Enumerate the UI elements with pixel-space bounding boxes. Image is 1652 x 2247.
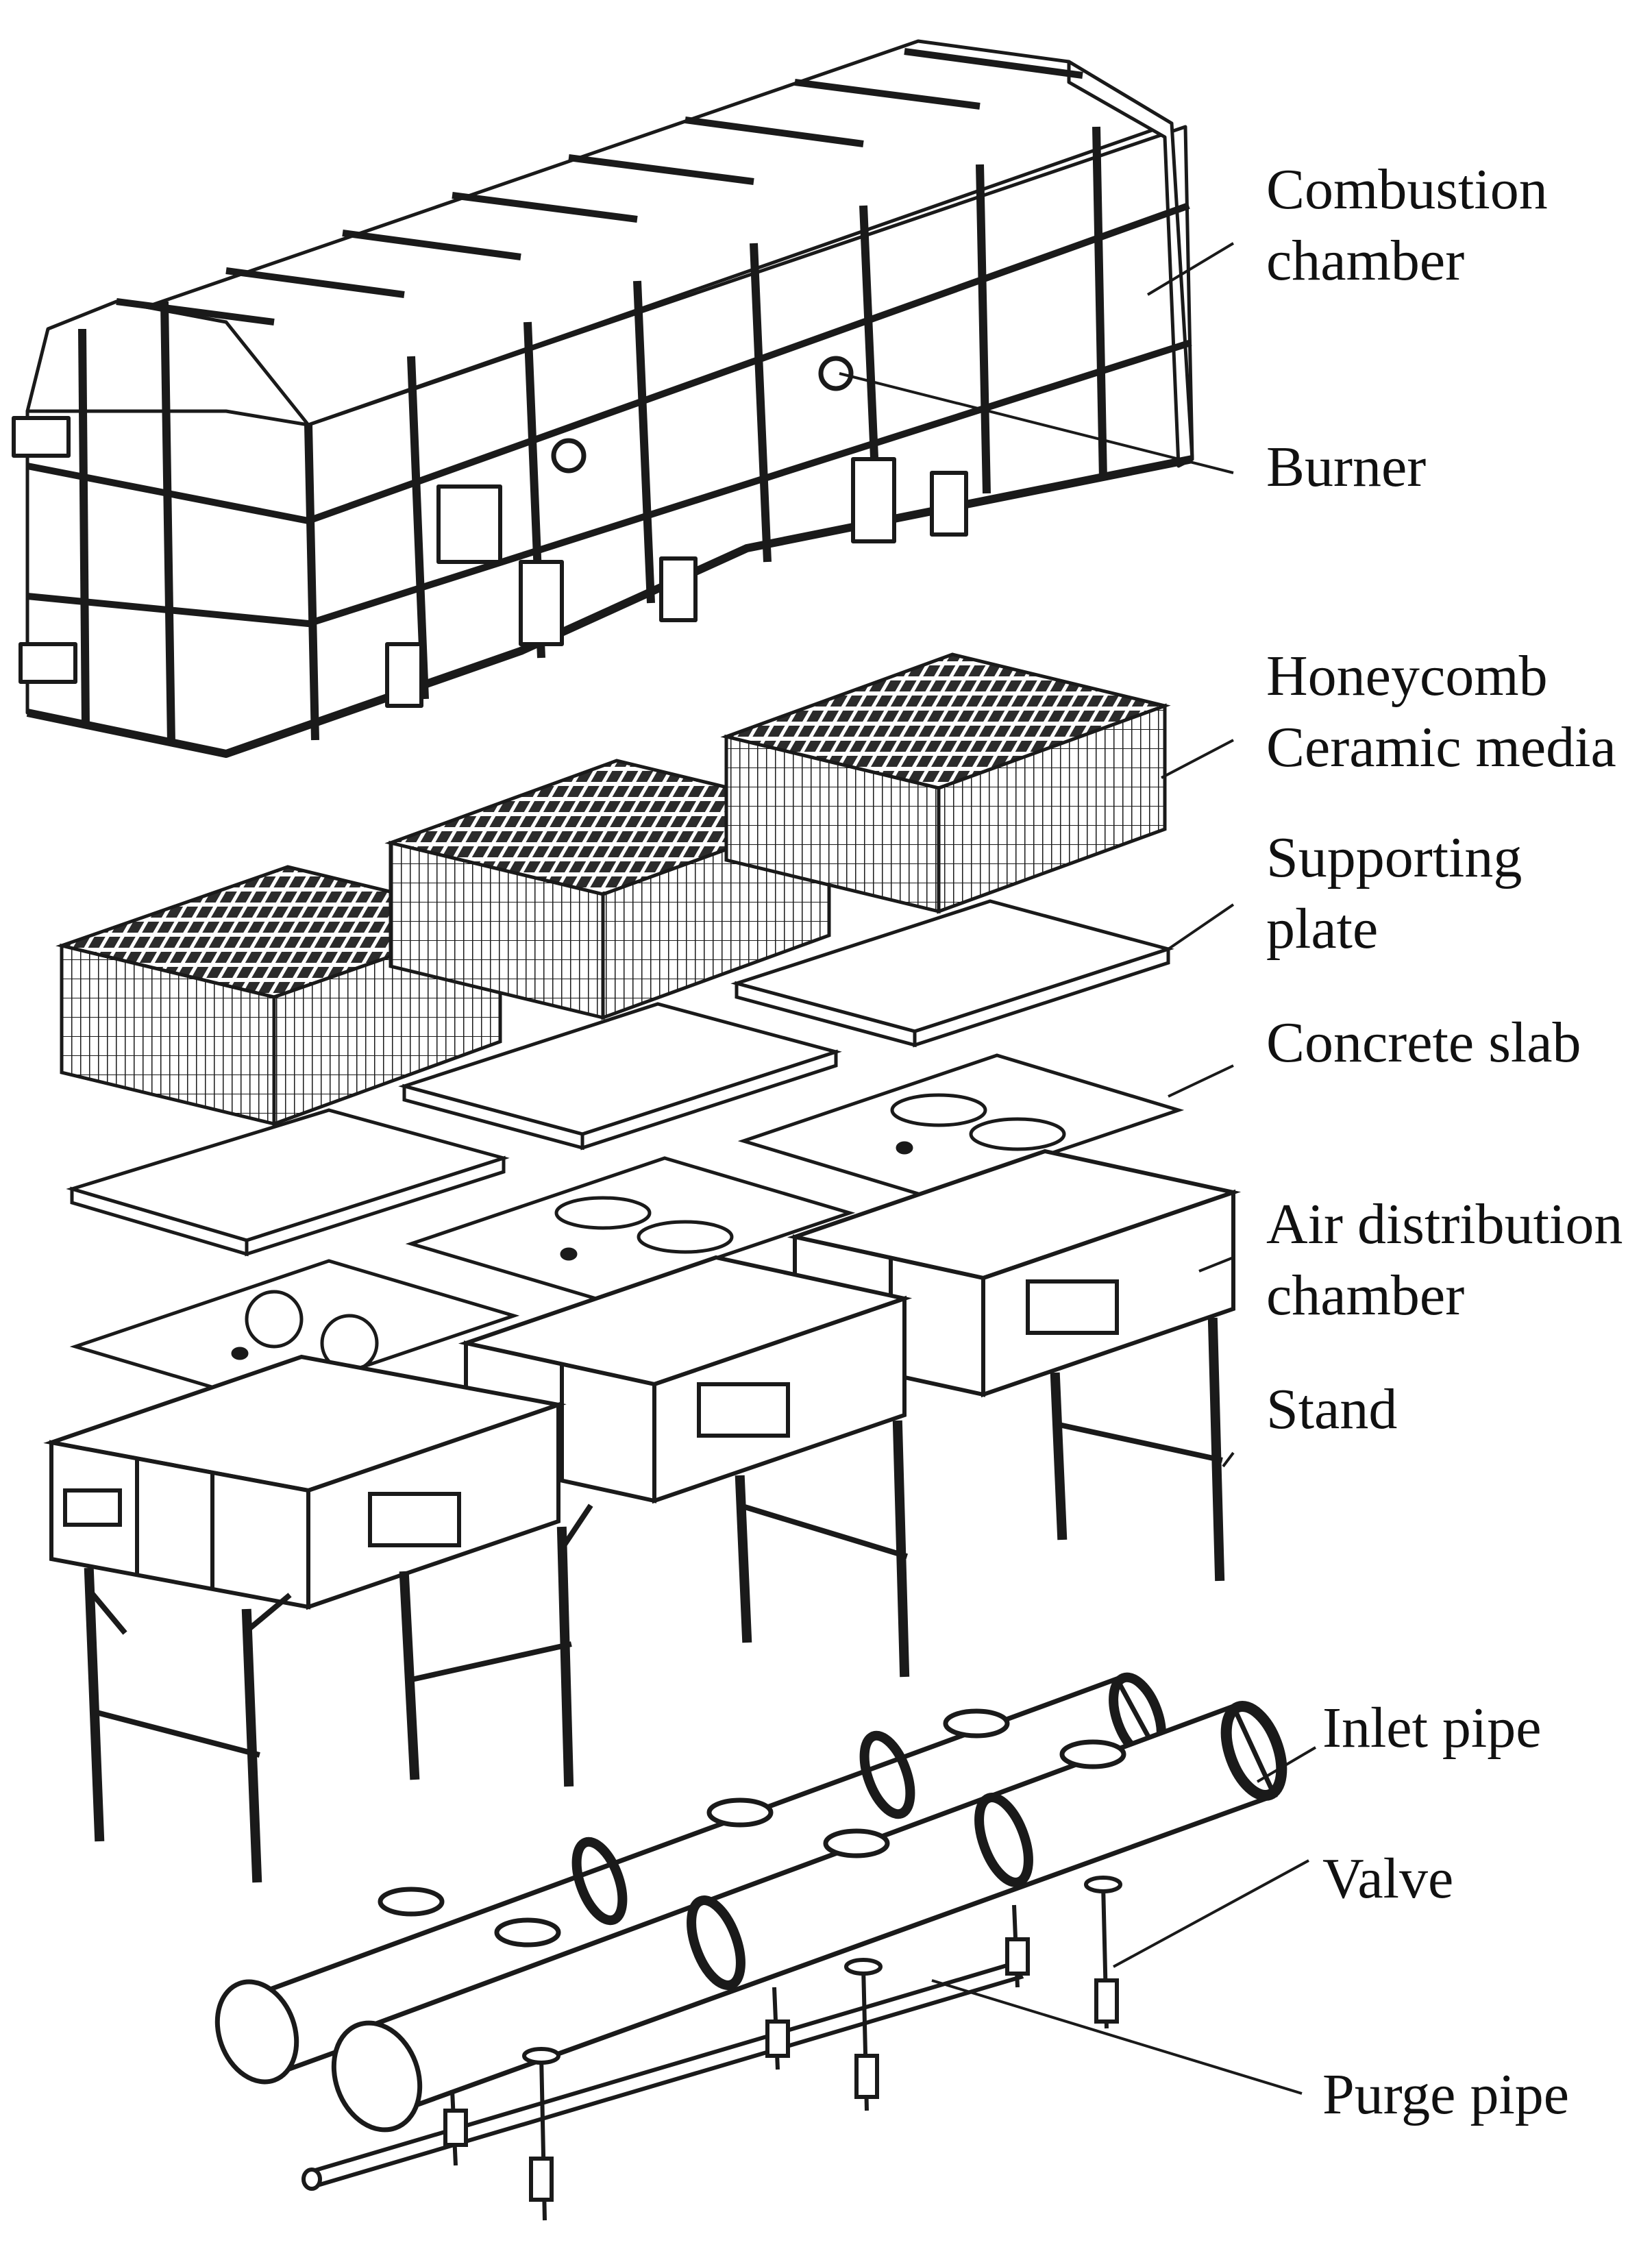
label-combustion-chamber: Combustion chamber — [1266, 154, 1548, 297]
label-purge-pipe: Purge pipe — [1322, 2059, 1569, 2131]
label-line: Air distribution — [1266, 1192, 1623, 1256]
label-valve: Valve — [1322, 1843, 1453, 1915]
label-line: chamber — [1266, 229, 1465, 293]
inlet-pipes — [214, 1672, 1287, 2133]
stands — [84, 1317, 1225, 1883]
label-line: Valve — [1322, 1847, 1454, 1911]
label-burner: Burner — [1266, 432, 1426, 503]
label-honeycomb-ceramic-media: Honeycomb Ceramic media — [1266, 641, 1616, 783]
label-stand: Stand — [1266, 1374, 1397, 1445]
concrete-slabs — [69, 1053, 1185, 1403]
leader-lines — [839, 242, 1317, 2095]
label-line: Supporting — [1266, 826, 1522, 889]
label-supporting-plate: Supporting plate — [1266, 822, 1522, 965]
combustion-chamber — [12, 39, 1194, 758]
label-line: plate — [1266, 897, 1379, 961]
label-line: Inlet pipe — [1322, 1696, 1542, 1760]
label-line: Stand — [1266, 1377, 1398, 1441]
label-line: chamber — [1266, 1264, 1465, 1327]
label-line: Concrete slab — [1266, 1011, 1581, 1075]
label-line: Burner — [1266, 435, 1427, 499]
label-line: Combustion — [1266, 158, 1548, 221]
label-inlet-pipe: Inlet pipe — [1322, 1693, 1542, 1764]
honeycomb-ceramic-media — [56, 652, 1171, 1127]
supporting-plates — [66, 899, 1174, 1257]
label-air-distribution-chamber: Air distribution chamber — [1266, 1189, 1623, 1331]
purge-pipe-and-valves — [301, 1876, 1122, 2221]
label-line: Honeycomb — [1266, 644, 1548, 708]
air-distribution-chambers — [43, 1149, 1242, 1610]
label-line: Purge pipe — [1322, 2063, 1570, 2126]
label-line: Ceramic media — [1266, 715, 1616, 779]
label-concrete-slab: Concrete slab — [1266, 1007, 1581, 1079]
